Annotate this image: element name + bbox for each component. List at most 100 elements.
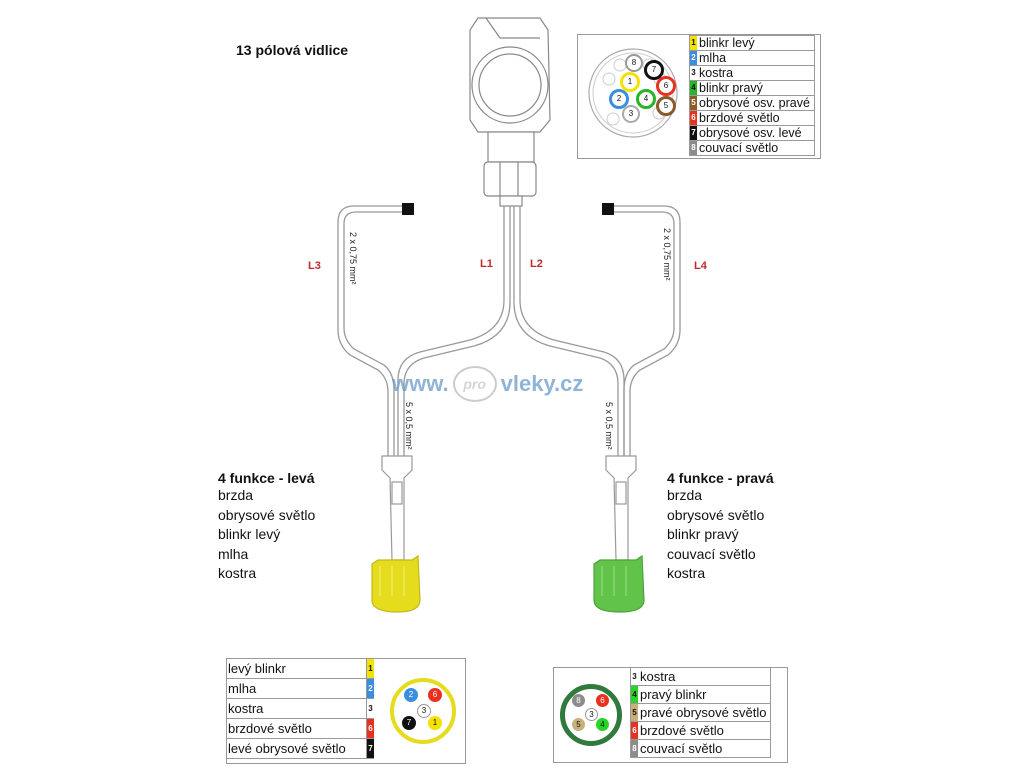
cross-section-right-inner: 5 x 0,5 mm²: [604, 402, 614, 450]
right-socket-pin-8: 8: [572, 694, 585, 707]
right-function-list: brzda obrysové světlo blinkr pravý couva…: [667, 486, 764, 584]
legend-label: brzdové světlo: [226, 718, 367, 739]
socket-13-pin-1: 1: [620, 72, 640, 92]
right-connector: [593, 455, 645, 613]
socket-13-pin-7: 7: [644, 60, 664, 80]
left-socket-pin-3: 3: [417, 704, 431, 718]
legend-label: kostra: [226, 698, 367, 719]
watermark-pro: pro: [452, 366, 497, 402]
right-function-item: brzda: [667, 487, 703, 503]
legend-label: obrysové osv. pravé: [697, 95, 815, 111]
legend-label: levé obrysové světlo: [226, 738, 367, 759]
legend-color-swatch: 8: [689, 140, 697, 156]
cables: [337, 205, 681, 456]
plug-13-pin: [469, 17, 551, 207]
left-function-list: brzda obrysové světlo blinkr levý mlha k…: [218, 486, 315, 584]
left-socket-pin-1: 1: [428, 716, 442, 730]
legend-color-swatch: 2: [366, 678, 374, 699]
legend-label: brzdové světlo: [638, 721, 772, 740]
legend-color-swatch: 7: [689, 125, 697, 141]
wire-label-l4: L4: [694, 260, 707, 272]
socket-13-pin-3: 3: [622, 105, 640, 123]
left-function-item: blinkr levý: [218, 526, 281, 542]
watermark-domain: vleky.cz: [500, 371, 584, 396]
right-function-item: obrysové světlo: [667, 506, 765, 523]
right-function-item: blinkr pravý: [667, 526, 739, 542]
legend-label: blinkr pravý: [697, 80, 815, 96]
right-function-item: kostra: [667, 565, 706, 581]
right-socket-pin-6: 6: [596, 694, 609, 707]
legend-color-swatch: 6: [689, 110, 697, 126]
left-function-title: 4 funkce - levá: [218, 470, 315, 486]
right-socket-pin-4: 4: [596, 718, 609, 731]
watermark: www. pro vleky.cz: [392, 366, 583, 402]
left-connector: [371, 455, 421, 613]
legend-color-swatch: 3: [630, 667, 638, 686]
legend-color-swatch: 1: [366, 658, 374, 679]
cross-section-left-outer: 2 x 0,75 mm²: [348, 232, 358, 285]
legend-label: couvací světlo: [638, 739, 772, 758]
legend-color-swatch: 5: [689, 95, 697, 111]
right-function-item: couvací světlo: [667, 545, 756, 562]
legend-label: levý blinkr: [226, 658, 367, 679]
legend-label: brzdové světlo: [697, 110, 815, 126]
wire-label-l2: L2: [530, 258, 543, 270]
legend-label: kostra: [697, 65, 815, 81]
socket-13-pin-5: 5: [656, 96, 676, 116]
legend-color-swatch: 1: [689, 35, 697, 51]
wire-label-l1: L1: [480, 258, 493, 270]
legend-color-swatch: 7: [366, 738, 374, 759]
socket-13-pin-4: 4: [636, 89, 656, 109]
left-function-item: mlha: [218, 545, 249, 562]
socket-13-face: [588, 48, 678, 138]
right-wire-end: [602, 203, 614, 215]
right-socket-pin-5: 5: [572, 718, 585, 731]
legend-label: pravý blinkr: [638, 685, 772, 704]
wire-label-l3: L3: [308, 260, 321, 272]
socket-13-pin-6: 6: [656, 76, 676, 96]
legend-color-swatch: 5: [630, 703, 638, 722]
left-wire-end: [402, 203, 414, 215]
diagram-title: 13 pólová vidlice: [236, 42, 349, 58]
legend-color-swatch: 2: [689, 50, 697, 66]
legend-color-swatch: 8: [630, 739, 638, 758]
right-socket-ring: [560, 684, 622, 746]
left-socket-pin-7: 7: [402, 716, 416, 730]
legend-color-swatch: 6: [366, 718, 374, 739]
cross-section-right-outer: 2 x 0,75 mm²: [662, 228, 672, 281]
socket-13-pin-8: 8: [625, 54, 643, 72]
legend-label: couvací světlo: [697, 140, 815, 156]
cross-section-left-inner: 5 x 0,5 mm²: [404, 402, 414, 450]
legend-color-swatch: 3: [366, 698, 374, 719]
legend-label: kostra: [638, 667, 772, 686]
left-socket-pin-2: 2: [404, 688, 418, 702]
legend-color-swatch: 4: [689, 80, 697, 96]
legend-color-swatch: 3: [689, 65, 697, 81]
watermark-www: www.: [392, 371, 449, 396]
legend-color-swatch: 6: [630, 721, 638, 740]
legend-label: blinkr levý: [697, 35, 815, 51]
legend-label: pravé obrysové světlo: [638, 703, 772, 722]
left-socket-ring: [390, 678, 456, 744]
